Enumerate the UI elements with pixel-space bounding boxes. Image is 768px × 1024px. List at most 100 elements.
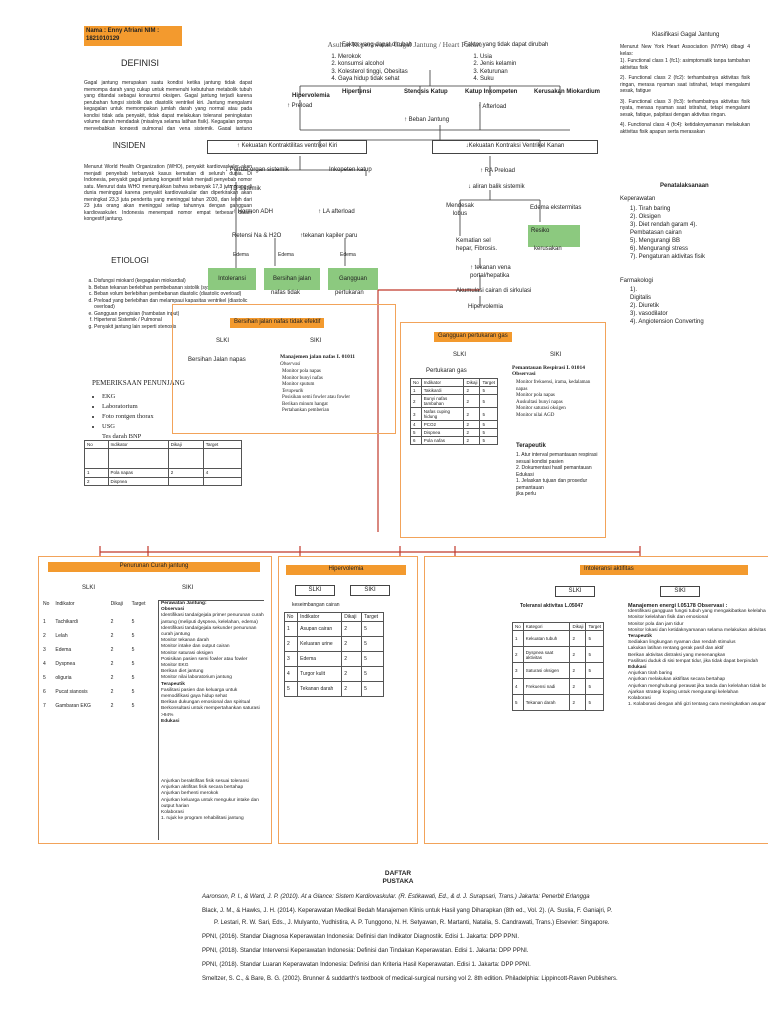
node-bersihan: Bersihan jalan [264,268,320,290]
node-edema: Edema [233,252,249,258]
center-title: Asuhan Keperawatan Gagal Jantung / Heart… [327,40,483,49]
intoleransi-siki-item: Sediakan lingkungan nyaman dan rendah st… [628,640,736,646]
keperawatan-item: 6). Mengurangi stress [630,246,689,252]
curah-siki-item: Berkonsultasi untuk mempertahankan satur… [161,706,260,718]
curah-siki: SIKI [182,585,194,591]
table-header: No [283,612,299,622]
intoleransi-siki-item: Monitor kelelahan fisik dan emosional [628,615,708,621]
table-header: Dikaji [110,601,123,607]
etiologi-list: Disfungsi miokard (kegagalan miokardial)… [84,278,262,330]
node-afterload: ↑ Afterload [478,104,507,110]
node-gangguan-2: pertukaran [335,290,364,296]
modifiable-item: konsumsi alcohol [338,61,452,69]
intoleransi-siki-item: Monitor lokasi dan ketidaknyamanan selam… [628,627,766,633]
intoleransi-label: Intoleransi aktifitas [580,565,748,575]
nonmodifiable-item: Keturunan [480,69,574,77]
pertukaran-siki-item: Auskultasi bunyi napas [516,399,563,405]
table-header: Dikaji [569,622,587,631]
student-name-line: Nama : Enny Afriani NIM : [86,28,160,34]
intoleransi-siki-item: Edukasi [628,665,647,671]
table-row: 2 Dispnea [84,476,243,487]
keperawatan-list: 1). Tirah baring 2). Oksigen 3). Diet re… [630,205,750,261]
definisi-body: Gagal jantung merupakan suatu kondisi ke… [84,80,252,130]
node-resiko: Resiko [528,225,580,247]
student-nim-line: 1821010129 [86,35,120,42]
node-mendesak: Mendesak lobus [446,203,474,217]
node-retensi: Retensi Na & H2O [232,233,282,239]
farmakologi-title: Farmakologi [620,278,654,284]
bersihan-slki: SLKI [216,338,230,344]
node-kerusakan: Kerusakan Miokardium [534,89,601,95]
definisi-title: DEFINISI [120,58,159,68]
curah-label: Penurunan Curah jantung [48,562,260,572]
penunjang-title: PEMERIKSAAN PENUNJANG [92,379,185,387]
klasifikasi-item: 1). Functional class 1 (fc1): asimptomat… [620,58,750,71]
modifiable-item: Merokok [338,54,452,62]
table-header: Dikaji [341,612,363,622]
curah-siki-item: Monitor nilai laboratorium jantung [161,675,232,681]
curah-siki-item: Berikan dukungan emosional dan spiritual [161,700,251,706]
nonmodifiable-item: Usia [480,54,574,62]
pertukaran-siki-item: Monitor nilai AGD [516,412,555,418]
pertukaran-terapeutik-item: 1. Atur interval pemantauan respirasi se… [516,452,598,465]
farmakologi-item: Digitalis [630,295,652,301]
table-header: Target [131,601,146,607]
reference-item: Smeltzer, S. C., & Bare, B. G. (2002). B… [202,976,618,982]
intoleransi-siki-item: Kolaborasi [628,696,651,702]
curah-siki-item: Identifikasi tanda/gejala sekunder penur… [161,625,257,638]
curah-siki-item: Identifikasi tanda/gejala primer penurun… [161,613,264,625]
etiologi-item: Disfungsi miokard (kegagalan miokardial) [94,278,262,285]
table-header: Indikator [55,601,75,607]
pertukaran-terapeutik: Terapeutik [516,443,546,449]
klasifikasi-item: 3). Functional class 3 (fc3): terhambatn… [620,98,750,118]
klasifikasi-intro: Menurut New York Heart Association (NYHA… [620,44,750,57]
intoleransi-siki-column: Manajemen energi I.05178 Observasi : Ide… [628,603,766,708]
curah-siki-tail: Anjurkan aktifitas fisik secara bertahap [161,785,244,791]
table-header: Target [361,612,384,622]
hipervolemia-siki: SIKI [350,585,390,596]
intoleransi-box [424,556,768,844]
node-tekanan-kapiler: ↑tekanan kapiler paru [300,233,358,239]
keperawatan-item: 3). Diet rendah garam 4). [630,222,698,228]
intoleransi-siki-item: Monitor pola dan jam tidur [628,621,684,627]
hipervolemia-slki-title: keseimbangan cairan [292,602,340,608]
insiden-title: INSIDEN [112,141,146,150]
table-header: No [410,378,422,387]
intoleransi-siki-item: Terapeutik [628,634,652,640]
bersihan-siki-item: Monitor bunyi nafas [282,375,323,381]
intoleransi-siki-item: Fasilitasi duduk di sisi tempat tidur, j… [628,658,759,664]
nonmodifiable-title: Faktor yang tidak dapat dirubah [464,42,549,48]
curah-siki-tail: Anjurkan keluarga untuk mengukur intake … [161,797,259,809]
pertukaran-label: Gangguan pertukaran gas [434,332,512,342]
farmakologi-list: 1). Digitalis 2). Diuretik 3). vasodilat… [630,286,750,326]
node-kerusakan-2: kerusakan [534,246,562,252]
pertukaran-slki: SLKI [453,352,467,358]
intoleransi-siki-item: Anjurkan menghubungi perawat jika tanda … [628,683,766,689]
curah-siki-item: Berikan diet jantung [161,669,204,675]
klasifikasi-item: 4). Functional class 4 (fc4): ketidaknya… [620,122,750,135]
node-perfusi: ↓ Perfusi organ sistemik [225,167,289,173]
node-edema-2: Edema [278,252,294,258]
bersihan-siki-item: Monitor pola napas [282,369,321,374]
node-kematian: Kematian sel hepar, Fibrosis. [456,238,498,252]
intoleransi-siki-item: Ajarkan strategi koping untuk mengurangi… [628,689,739,695]
keperawatan-item: 2). Oksigen [630,214,661,220]
penunjang-item: USG [102,422,252,432]
etiologi-item: Beban volum berlebihan pembebanan diasto… [94,291,262,298]
node-ra: ↑ RA Preload [480,168,516,174]
keperawatan-item: Pembatasan cairan [630,230,682,236]
curah-siki-item: Terapeutik [161,681,185,687]
pertukaran-siki-item: Monitor frekuensi, irama, kedalaman napa… [516,380,591,392]
pertukaran-terapeutik-item: jika perlu [516,491,537,497]
node-ventrikel-kanan: ↓Kekuatan Kontraksi Ventrikel Kanan [432,140,598,154]
node-tekanan-vena: ↑ tekanan vena portal/hepatika [470,265,511,279]
